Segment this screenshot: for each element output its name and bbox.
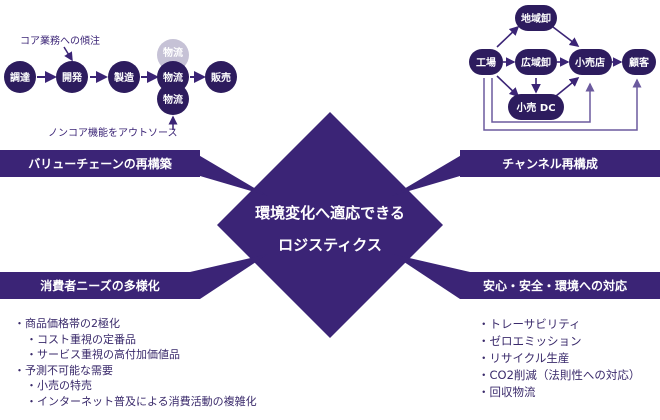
list-item: ・ゼロエミッション: [478, 334, 582, 348]
list-item: ・小売の特売: [26, 379, 92, 392]
band-top-right-wedge: [392, 150, 470, 196]
vc-node-logistics: [157, 61, 189, 93]
outsource-label: ノンコア機能をアウトソース: [48, 126, 178, 139]
band-bottom-right-label: 安心・安全・環境への対応: [483, 278, 627, 293]
vc-node-sales: [205, 61, 237, 93]
ch-return-line-inner: [491, 78, 595, 123]
vc-label-procure: 調達: [10, 71, 30, 84]
list-item: ・コスト重視の定番品: [26, 332, 136, 346]
center-title-line1: 環境変化へ適応できる: [255, 204, 405, 222]
band-top-left-wedge: [190, 150, 268, 196]
center-diamond: [217, 112, 443, 338]
vc-node-procure: [4, 61, 36, 93]
band-bottom-left-label: 消費者ニーズの多様化: [40, 278, 159, 293]
ch-node-factory: [469, 49, 503, 75]
ch-node-wide-wholesaler: [515, 49, 557, 75]
vc-node-manufacture: [108, 61, 140, 93]
ch-label-retail-dc: 小売 DC: [515, 101, 555, 114]
ch-arrow-factory-regional: [496, 25, 520, 48]
core-focus-arrow: [63, 46, 73, 62]
safety-environment-list: ・トレーサビリティ ・ゼロエミッション ・リサイクル生産 ・CO2削減（法則性へ…: [478, 316, 640, 401]
band-bottom-left-wedge: [190, 254, 268, 299]
vc-label-manufacture: 製造: [113, 71, 135, 84]
ch-node-retailer: [569, 49, 612, 75]
list-item: ・予測不可能な需要: [14, 363, 113, 377]
center-title-line2: ロジスティクス: [278, 236, 382, 254]
list-item: ・トレーサビリティ: [478, 317, 581, 331]
ch-label-retailer: 小売店: [574, 56, 605, 69]
ch-node-retail-dc: [508, 94, 564, 120]
list-item: ・CO2削減（法則性への対応）: [478, 368, 641, 382]
vc-label-logistics: 物流: [163, 71, 183, 84]
list-item: ・商品価格帯の2極化: [14, 317, 120, 330]
band-top-right-label: チャンネル再構成: [502, 156, 598, 171]
ch-arrow-factory-dc: [496, 75, 520, 98]
ch-node-customer: [622, 49, 656, 75]
list-item: ・回収物流: [478, 385, 536, 399]
vc-label-sales: 販売: [211, 71, 231, 84]
band-top-left: [0, 150, 200, 177]
band-bottom-left: [0, 272, 200, 299]
ch-label-customer: 顧客: [629, 56, 650, 69]
list-item: ・インターネット普及による消費活動の複雑化: [26, 394, 257, 408]
band-bottom-right: [460, 272, 660, 299]
vc-node-logistics-faded: [157, 39, 189, 71]
ch-label-wide-wholesaler: 広域卸: [521, 56, 551, 69]
vc-label-logistics-outsourced: 物流: [163, 93, 183, 106]
vc-node-develop: [56, 61, 88, 93]
ch-arrow-regional-retail: [552, 26, 580, 47]
ch-label-factory: 工場: [476, 56, 496, 69]
list-item: ・サービス重視の高付加価値品: [26, 348, 180, 361]
ch-return-line-outer: [483, 78, 642, 131]
band-top-right: [460, 150, 660, 177]
list-item: ・リサイクル生産: [478, 351, 570, 365]
vc-node-logistics-outsourced: [157, 83, 189, 115]
consumer-needs-list: ・商品価格帯の2極化 ・コスト重視の定番品 ・サービス重視の高付加価値品 ・予測…: [14, 316, 257, 409]
ch-node-regional-wholesaler: [515, 5, 557, 31]
band-bottom-right-wedge: [392, 254, 470, 299]
ch-arrow-dc-retail: [555, 76, 580, 97]
ch-label-regional-wholesaler: 地域卸: [521, 12, 551, 25]
band-top-left-label: バリューチェーンの再構築: [28, 156, 172, 171]
vc-label-develop: 開発: [62, 71, 83, 84]
vc-label-logistics-faded: 物流: [163, 46, 183, 59]
core-focus-label: コア業務への傾注: [20, 34, 100, 47]
